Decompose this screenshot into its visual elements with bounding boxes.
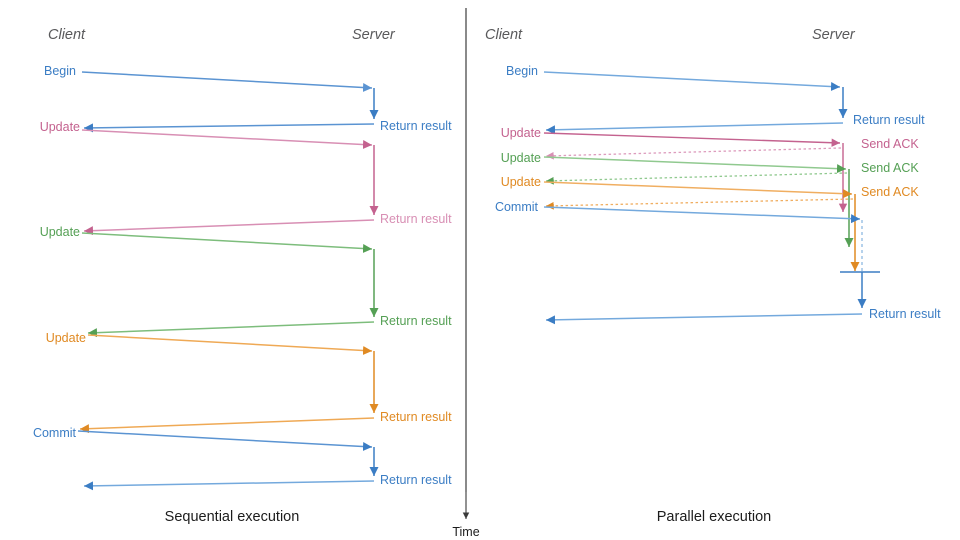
right-transaction-update-3 <box>543 181 860 271</box>
response-arrow-update-1 <box>83 219 375 236</box>
right-server-label-ack-2: Send ACK <box>861 161 919 175</box>
response-arrow-begin-parallel <box>545 122 844 135</box>
right-transaction-commit <box>543 206 880 325</box>
right-server-label-return-1: Return result <box>853 113 925 127</box>
left-transaction-update-3 <box>79 334 379 434</box>
right-lane-header-client: Client <box>485 27 523 43</box>
left-lane-header-server: Server <box>352 27 396 43</box>
request-arrow-update-2 <box>81 232 373 253</box>
left-server-label-return-1: Return result <box>380 119 452 133</box>
left-transaction-begin <box>81 71 379 133</box>
request-arrow-update-1-parallel <box>543 132 841 147</box>
request-arrow-commit <box>77 430 373 452</box>
right-server-label-return-2: Return result <box>869 307 941 321</box>
right-panel-caption: Parallel execution <box>657 509 771 525</box>
left-client-label-update-3: Update <box>46 331 86 345</box>
right-client-label-begin: Begin <box>506 64 538 78</box>
right-client-label-update-3: Update <box>501 175 541 189</box>
request-arrow-update-3 <box>87 334 373 355</box>
request-arrow-begin <box>81 71 373 92</box>
left-server-label-return-2: Return result <box>380 212 452 226</box>
ack-arrow-update-1-parallel <box>545 147 842 160</box>
response-arrow-commit-parallel <box>545 313 863 325</box>
right-server-label-ack-3: Send ACK <box>861 185 919 199</box>
left-transaction-commit <box>77 430 379 491</box>
left-server-label-return-3: Return result <box>380 314 452 328</box>
right-transaction-begin <box>543 71 848 135</box>
response-arrow-update-3 <box>79 417 375 434</box>
left-client-label-update-2: Update <box>40 225 80 239</box>
request-arrow-update-1 <box>81 129 373 150</box>
request-arrow-update-3-parallel <box>543 181 853 199</box>
right-client-label-update-1: Update <box>501 126 541 140</box>
time-axis-label: Time <box>452 525 479 539</box>
right-transaction-update-2 <box>543 156 854 247</box>
left-server-label-return-5: Return result <box>380 473 452 487</box>
request-arrow-update-2-parallel <box>543 156 847 174</box>
right-client-label-update-2: Update <box>501 151 541 165</box>
response-arrow-begin <box>83 123 375 133</box>
request-arrow-commit-parallel <box>543 206 861 224</box>
left-client-label-begin: Begin <box>44 64 76 78</box>
left-panel-caption: Sequential execution <box>165 509 300 525</box>
response-arrow-commit <box>83 480 375 491</box>
ack-arrow-update-3-parallel <box>545 198 854 210</box>
left-transaction-update-2 <box>81 232 379 338</box>
left-client-label-commit: Commit <box>33 426 77 440</box>
left-client-label-update-1: Update <box>40 120 80 134</box>
ack-arrow-update-2-parallel <box>545 172 848 185</box>
request-arrow-begin-parallel <box>543 71 841 92</box>
right-client-label-commit: Commit <box>495 200 539 214</box>
right-lane-header-server: Server <box>812 27 856 43</box>
left-transaction-update-1 <box>81 129 379 236</box>
response-arrow-update-2 <box>87 321 375 338</box>
right-transaction-update-1 <box>543 132 848 212</box>
left-lane-header-client: Client <box>48 27 86 43</box>
left-server-label-return-4: Return result <box>380 410 452 424</box>
right-server-label-ack-1: Send ACK <box>861 137 919 151</box>
